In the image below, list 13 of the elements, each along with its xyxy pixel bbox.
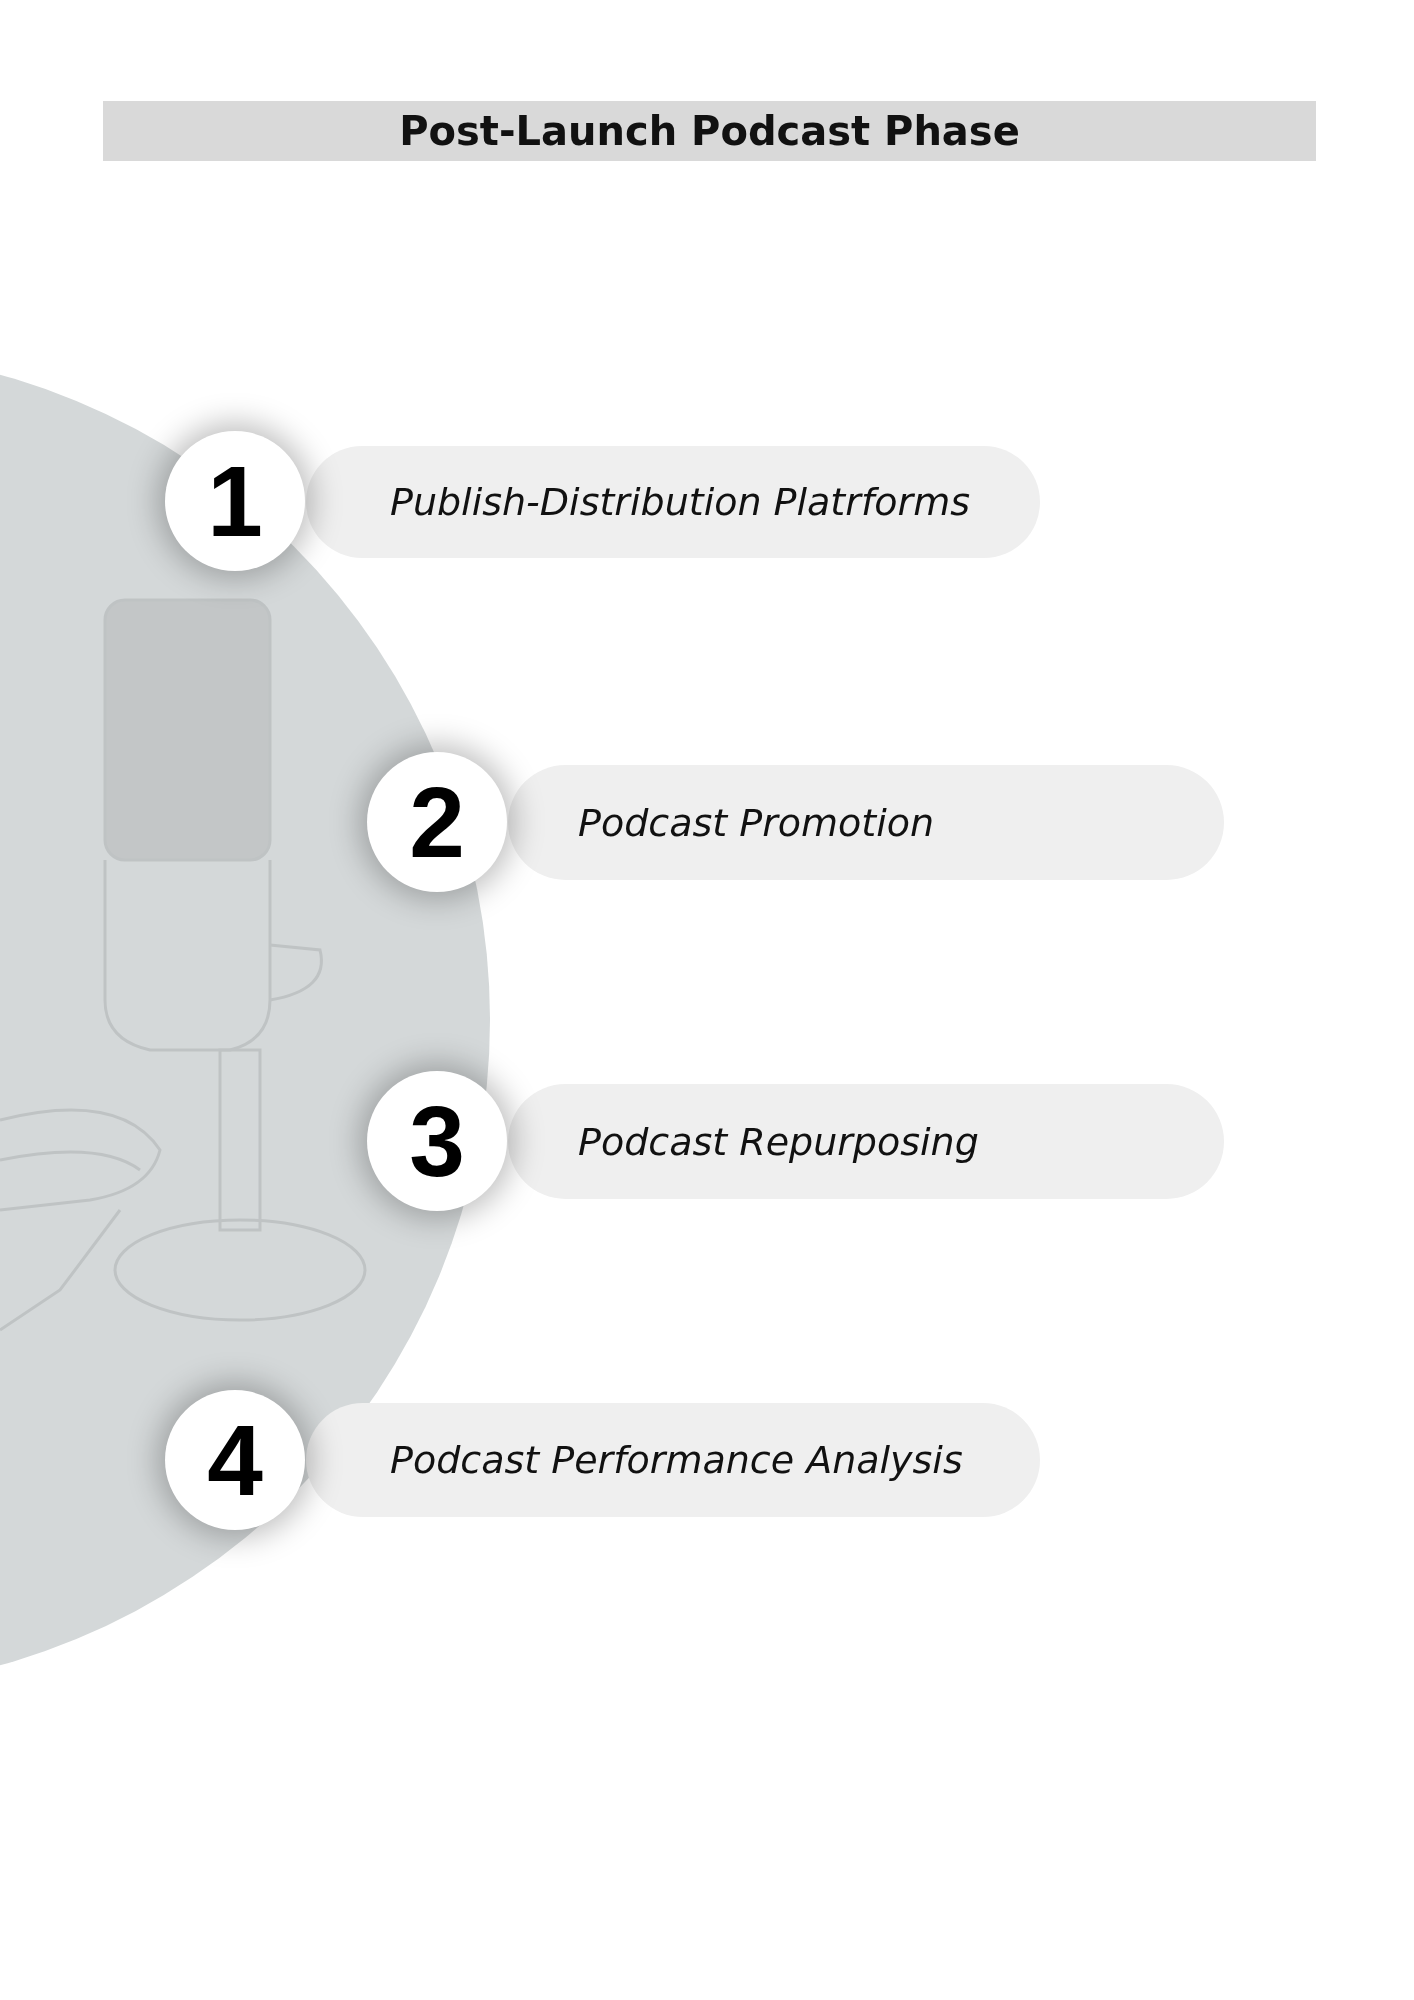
step-label: Podcast Repurposing (578, 1119, 979, 1164)
step-number: 3 (409, 1083, 465, 1199)
step-pill (306, 1403, 1040, 1517)
step-pill (508, 1084, 1224, 1199)
step-pill (306, 446, 1040, 558)
step-label: Podcast Promotion (578, 800, 935, 845)
step-label: Podcast Performance Analysis (390, 1438, 963, 1482)
step-number: 1 (207, 443, 263, 559)
step-number: 4 (207, 1402, 263, 1518)
step-label: Publish-Distribution Platrforms (390, 480, 970, 524)
title: Post-Launch Podcast Phase (399, 108, 1020, 154)
step-pill (508, 765, 1224, 880)
step-number: 2 (409, 764, 465, 880)
